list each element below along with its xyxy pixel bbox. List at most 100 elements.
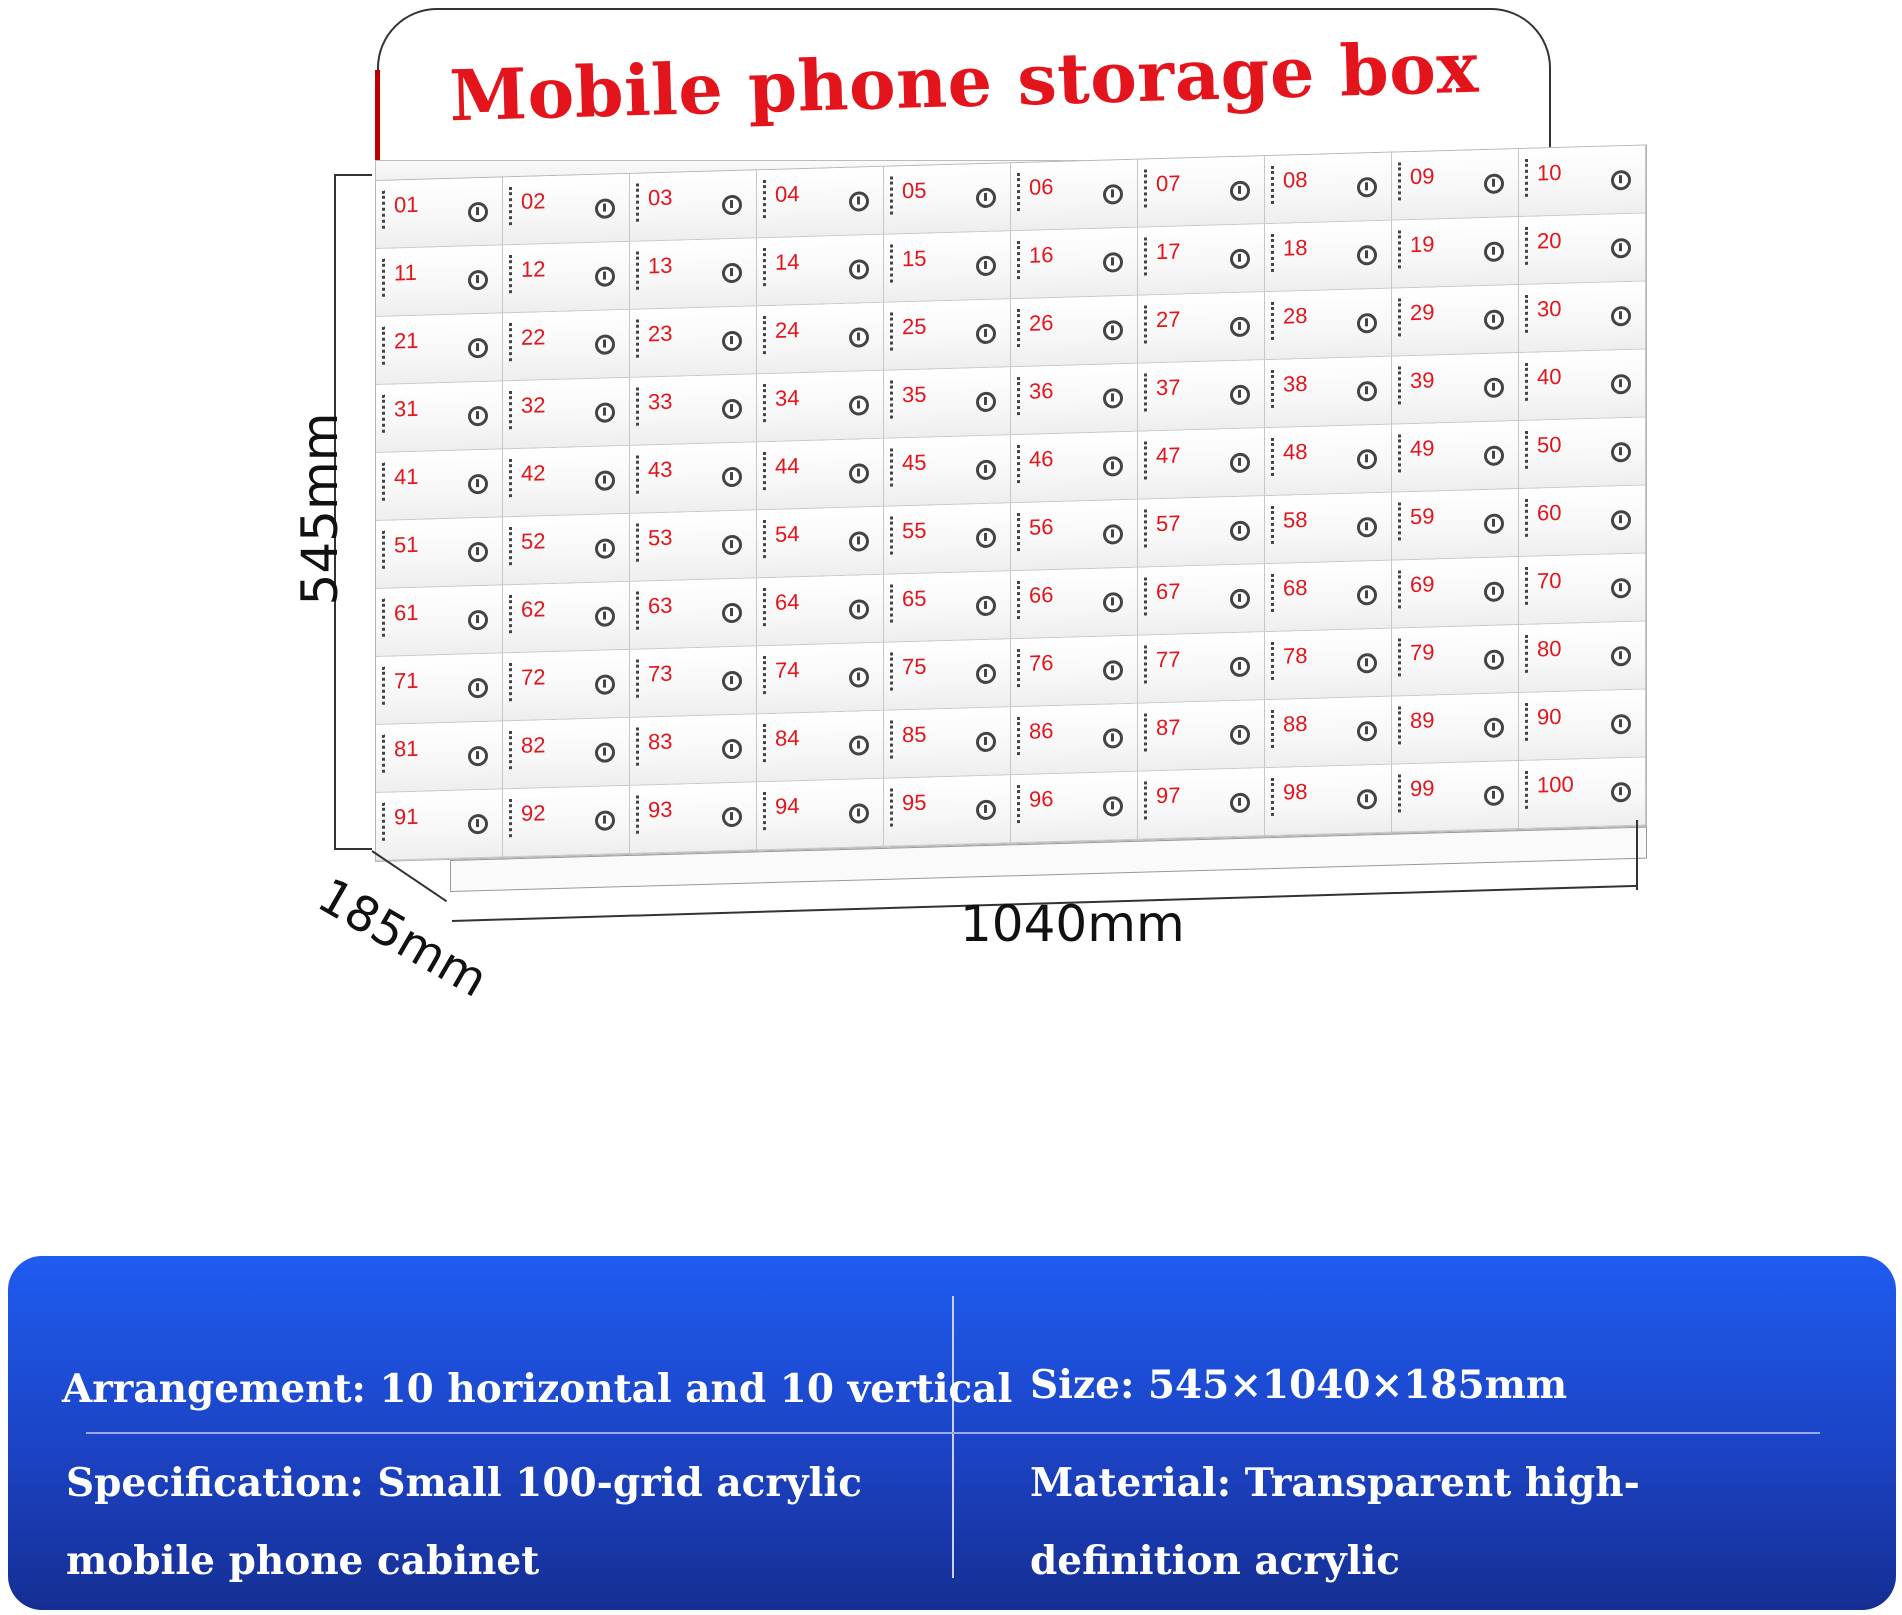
compartment-number: 19: [1410, 231, 1435, 258]
hinge-icon: [890, 652, 898, 691]
compartment-number: 50: [1537, 431, 1562, 458]
hinge-icon: [890, 380, 898, 419]
compartment: 98: [1265, 764, 1392, 837]
compartment-number: 10: [1537, 159, 1562, 186]
compartment-number: 71: [394, 667, 419, 694]
compartment: 44: [757, 438, 884, 511]
hinge-icon: [1525, 566, 1533, 605]
lock-icon: [1484, 377, 1504, 399]
hinge-icon: [636, 591, 644, 630]
compartment: 67: [1138, 564, 1265, 636]
compartment-number: 42: [521, 460, 546, 486]
compartment-number: 45: [902, 449, 927, 476]
compartment-number: 54: [775, 521, 800, 547]
hinge-icon: [1525, 702, 1533, 741]
compartment-number: 18: [1283, 234, 1308, 261]
compartment: 77: [1138, 632, 1265, 704]
compartment-number: 72: [521, 664, 546, 690]
lock-icon: [722, 398, 742, 420]
hinge-icon: [1144, 373, 1152, 412]
compartment: 01: [376, 177, 503, 249]
lock-icon: [849, 463, 869, 484]
hinge-icon: [890, 516, 898, 555]
compartment: 48: [1265, 424, 1392, 497]
lock-icon: [1230, 316, 1250, 338]
compartment: 14: [757, 234, 884, 307]
compartment-number: 80: [1537, 635, 1562, 662]
hinge-icon: [763, 791, 771, 831]
compartment-number: 24: [775, 317, 800, 343]
hinge-icon: [763, 383, 771, 423]
hinge-icon: [1398, 366, 1406, 405]
compartment-number: 87: [1156, 714, 1181, 741]
compartment-number: 12: [521, 256, 546, 282]
compartment: 97: [1138, 768, 1265, 840]
compartment-number: 70: [1537, 567, 1562, 594]
compartment-number: 82: [521, 732, 546, 758]
hinge-icon: [1398, 570, 1406, 609]
compartment: 40: [1519, 349, 1646, 422]
lock-icon: [1103, 524, 1123, 545]
compartment-number: 38: [1283, 370, 1308, 397]
lock-icon: [1484, 309, 1504, 331]
compartment-number: 91: [394, 803, 419, 830]
compartment: 39: [1392, 353, 1519, 425]
lock-icon: [849, 803, 869, 824]
hinge-icon: [636, 387, 644, 426]
hinge-icon: [1144, 509, 1152, 548]
height-dimension-line: [334, 174, 372, 850]
compartment: 86: [1011, 703, 1138, 776]
compartment: 92: [503, 785, 630, 858]
compartment: 33: [630, 374, 757, 446]
hinge-icon: [763, 179, 771, 219]
hinge-icon: [1398, 434, 1406, 473]
lock-icon: [1611, 373, 1631, 395]
lock-icon: [976, 663, 996, 685]
compartment-number: 11: [394, 259, 417, 286]
compartment: 84: [757, 710, 884, 783]
lock-icon: [1230, 520, 1250, 542]
hinge-icon: [890, 448, 898, 487]
compartment: 100: [1519, 757, 1646, 830]
hinge-icon: [382, 394, 390, 433]
hinge-icon: [763, 655, 771, 695]
compartment-number: 98: [1283, 778, 1308, 805]
compartment-number: 74: [775, 657, 800, 683]
compartment-number: 76: [1029, 650, 1054, 676]
compartment: 19: [1392, 217, 1519, 289]
lock-icon: [468, 405, 488, 427]
lock-icon: [849, 599, 869, 620]
lock-icon: [722, 602, 742, 624]
compartment-number: 35: [902, 381, 927, 408]
hinge-icon: [1398, 774, 1406, 813]
lock-icon: [468, 745, 488, 767]
hinge-icon: [1525, 430, 1533, 469]
lock-icon: [1357, 177, 1377, 198]
hinge-icon: [890, 720, 898, 759]
compartment: 59: [1392, 489, 1519, 561]
compartment-number: 55: [902, 517, 927, 544]
compartment: 50: [1519, 417, 1646, 490]
compartment-number: 28: [1283, 302, 1308, 329]
lock-icon: [595, 742, 615, 763]
hinge-icon: [890, 244, 898, 283]
compartment-number: 20: [1537, 227, 1562, 254]
compartment: 16: [1011, 227, 1138, 300]
compartment: 27: [1138, 292, 1265, 364]
compartment: 95: [884, 775, 1011, 847]
hinge-icon: [890, 312, 898, 351]
compartment: 74: [757, 642, 884, 715]
hinge-icon: [636, 727, 644, 766]
hinge-icon: [382, 734, 390, 773]
hinge-icon: [1271, 233, 1279, 272]
lock-icon: [595, 402, 615, 423]
compartment-number: 84: [775, 725, 800, 751]
compartment: 66: [1011, 567, 1138, 640]
hinge-icon: [509, 187, 517, 226]
lock-icon: [1357, 789, 1377, 810]
spec-panel: Arrangement: 10 horizontal and 10 vertic…: [8, 1256, 1896, 1610]
lock-icon: [1230, 588, 1250, 610]
hinge-icon: [1017, 240, 1025, 280]
compartment-number: 77: [1156, 646, 1181, 673]
lock-icon: [595, 538, 615, 559]
